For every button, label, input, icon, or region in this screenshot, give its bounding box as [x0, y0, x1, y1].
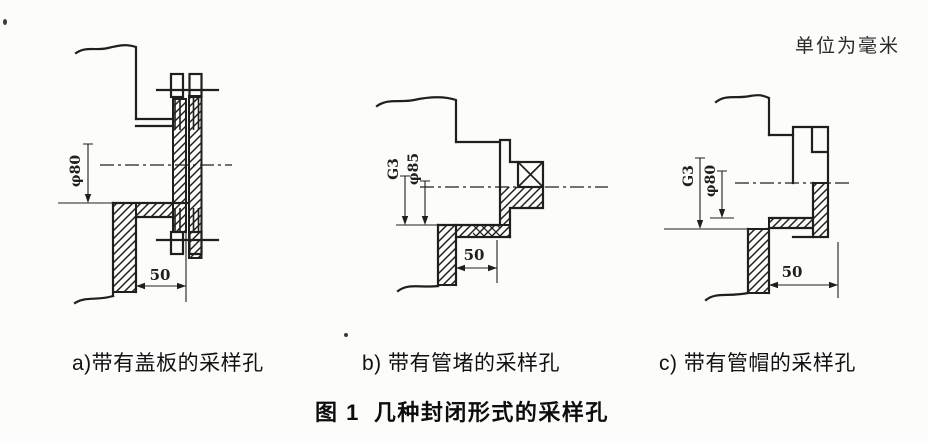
- dim-label-diameter-b: φ85: [406, 153, 422, 185]
- dim-label-offset-a: 50: [150, 266, 171, 284]
- thread-zone: [473, 225, 500, 237]
- dim-label-offset-b: 50: [464, 246, 485, 264]
- dim-line-diameter: [717, 170, 727, 214]
- wall-edges: [436, 223, 458, 288]
- caption-drawing-b: b) 带有管堵的采样孔: [362, 352, 561, 375]
- wall-edges: [111, 201, 138, 298]
- unit-note: 单位为毫米: [794, 36, 900, 57]
- wall-break-line-top: [375, 96, 458, 144]
- bolt-head-top-left: [169, 72, 185, 99]
- dim-arrow: [84, 194, 92, 203]
- drawing-c: G3 φ80 50: [664, 94, 850, 302]
- dim-line-offset: [769, 242, 839, 298]
- plug-body-section: [500, 187, 543, 225]
- dim-line-diameter: [420, 180, 430, 221]
- dim-arrow-thread: [696, 220, 704, 229]
- plug-body-outline: [508, 185, 545, 239]
- pipe-wall-section: [768, 217, 814, 229]
- wall-break-line-top: [714, 94, 771, 137]
- figure-number: 图 1: [315, 400, 360, 425]
- cover-plate-section: [188, 95, 203, 259]
- caption-drawing-c: c) 带有管帽的采样孔: [659, 352, 856, 375]
- dim-line-diameter: [83, 143, 93, 199]
- dim-label-thread-b: G3: [386, 158, 402, 180]
- dim-label-offset-c: 50: [782, 263, 803, 281]
- wall-break-line-top: [74, 44, 138, 121]
- bolt-head-top-right: [188, 72, 203, 99]
- wall-section: [437, 224, 457, 286]
- plug-collar-outline: [498, 138, 520, 227]
- drawing-b: G3 φ85 50: [375, 96, 608, 293]
- wall-break-line-bottom: [73, 294, 115, 305]
- bolt-shank-bottom: [174, 208, 200, 232]
- bolt-shank-top: [174, 97, 200, 130]
- dim-label-thread-c: G3: [681, 165, 697, 187]
- dim-label-diameter-c: φ80: [703, 165, 719, 197]
- dim-line-thread: [695, 157, 705, 225]
- pipe-wall-section: [135, 202, 174, 218]
- wall-break-line-bottom: [704, 291, 750, 302]
- wall-edges: [746, 226, 771, 295]
- cap-outline: [791, 125, 830, 239]
- wall-section: [747, 228, 770, 294]
- bolt-head-bottom-right: [188, 230, 203, 256]
- dim-line-thread: [400, 175, 410, 221]
- wall-section: [112, 202, 137, 293]
- dim-arrow-thread: [401, 216, 409, 225]
- cap-wall-section: [812, 182, 829, 238]
- wall-break-line-bottom: [396, 284, 440, 293]
- scan-artifact-dot: [344, 333, 348, 337]
- dim-arrow-diameter: [421, 216, 429, 225]
- dim-arrow-diameter: [718, 209, 726, 218]
- drawing-a: φ80 50: [58, 44, 232, 305]
- pipe-outline-top: [134, 117, 175, 128]
- figure-title: 图 1 几种封闭形式的采样孔: [315, 395, 609, 427]
- bolt-head-bottom-left: [169, 230, 185, 256]
- pipe-wall-edges: [767, 181, 815, 239]
- scan-artifact-speck: [3, 19, 7, 25]
- dim-label-diameter-a: φ80: [68, 155, 84, 187]
- dim-arrows-offset: [456, 264, 497, 272]
- figure-title-text: 几种封闭形式的采样孔: [373, 400, 609, 425]
- plug-head-cross: [517, 161, 544, 188]
- caption-drawing-a: a)带有盖板的采样孔: [72, 352, 264, 375]
